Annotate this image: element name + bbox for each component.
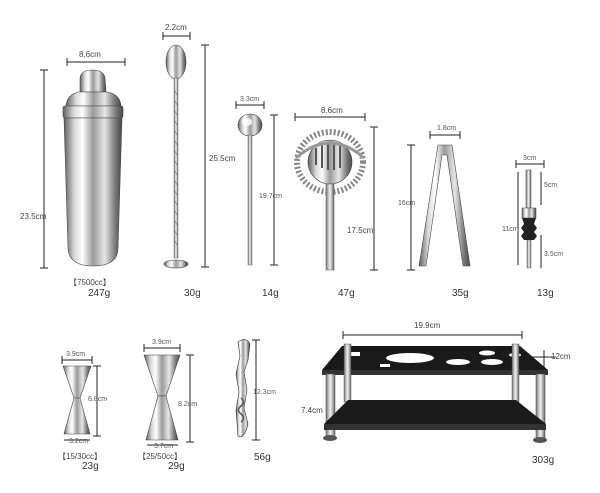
strainer-width-label: 8.6cm: [321, 106, 343, 115]
jigger-small-capacity-label: 【15/30cc】: [58, 452, 103, 461]
muddler-weight-label: 14g: [262, 288, 279, 299]
stand-weight-label: 303g: [532, 455, 555, 466]
muddler-length-label: 19.7cm: [259, 193, 282, 200]
jigger-large-base-label: 3.7cm: [154, 443, 174, 450]
stand: [322, 331, 556, 443]
shaker: [40, 58, 126, 269]
jigger-small: [61, 356, 101, 441]
bar-spoon: [162, 32, 209, 269]
wine-key-length-label: 12.3cm: [253, 389, 276, 396]
stand-width-label: 19.9cm: [414, 321, 441, 330]
pourer-height-label: 11cm: [502, 226, 519, 233]
shaker-weight-label: 247g: [88, 288, 111, 299]
bar-spoon-width-label: 2.2cm: [165, 23, 187, 32]
pourer-stem-label: 3.5cm: [544, 251, 564, 258]
strainer-length-label: 17.5cm: [347, 226, 374, 235]
stand-depth-label: 12cm: [551, 352, 571, 361]
ice-tongs: [407, 131, 471, 271]
pourer-spout-label: 5cm: [544, 182, 558, 189]
tongs-weight-label: 35g: [452, 288, 469, 299]
pourer: [515, 160, 545, 269]
wine-key: [235, 339, 260, 441]
tongs-length-label: 16cm: [398, 200, 416, 207]
stand-height-label: 7.4cm: [301, 406, 323, 415]
shaker-height-label: 23.5cm: [20, 212, 47, 221]
jigger-large-width-label: 3.9cm: [152, 339, 172, 346]
bar-spoon-length-label: 25.5cm: [209, 154, 236, 163]
strainer-weight-label: 47g: [338, 288, 355, 299]
pourer-width-label: 3cm: [523, 155, 537, 162]
pourer-weight-label: 13g: [537, 288, 554, 299]
jigger-small-weight-label: 23g: [82, 461, 99, 472]
jigger-small-base-label: 3.2cm: [69, 438, 89, 445]
shaker-width-label: 8.6cm: [79, 50, 101, 59]
jigger-large: [143, 344, 194, 446]
jigger-small-width-label: 3.9cm: [66, 351, 86, 358]
jigger-small-height-label: 6.8cm: [88, 396, 108, 403]
strainer: [294, 113, 378, 271]
tongs-width-label: 1.8cm: [437, 125, 457, 132]
wine-key-weight-label: 56g: [254, 452, 271, 463]
jigger-large-height-label: 8.2cm: [178, 401, 198, 408]
muddler-spoon: [235, 101, 278, 266]
jigger-large-capacity-label: 【25/50cc】: [138, 452, 183, 461]
bar-spoon-weight-label: 30g: [184, 288, 201, 299]
muddler-width-label: 3.3cm: [240, 96, 260, 103]
jigger-large-weight-label: 29g: [168, 461, 185, 472]
shaker-capacity-label: 【7500cc】: [69, 278, 111, 287]
